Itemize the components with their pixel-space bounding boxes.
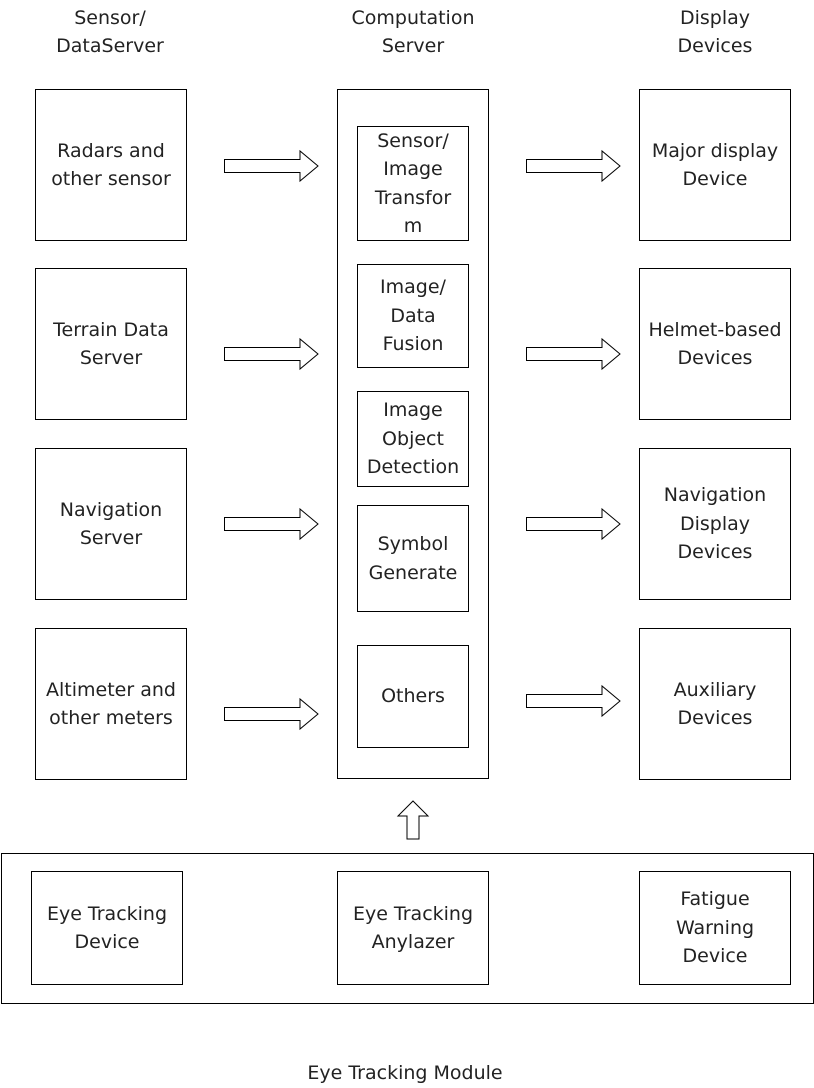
- computation-box-others: Others: [357, 645, 469, 748]
- arrow-right-icon: [526, 337, 621, 371]
- sensor-box-navigation: Navigation Server: [35, 448, 187, 600]
- arrow-right-icon: [526, 684, 621, 718]
- computation-box-sensor-image-transform: Sensor/ Image Transfor m: [357, 126, 469, 241]
- fatigue-warning-device-box: Fatigue Warning Device: [639, 871, 791, 985]
- display-box-major: Major display Device: [639, 89, 791, 241]
- eye-tracking-analyzer-box: Eye Tracking Anylazer: [337, 871, 489, 985]
- computation-server-container: [337, 89, 489, 779]
- computation-column-header: Computation Server: [351, 7, 475, 57]
- arrow-right-icon: [224, 149, 319, 183]
- display-box-navigation: Navigation Display Devices: [639, 448, 791, 600]
- sensor-box-radars: Radars and other sensor: [35, 89, 187, 241]
- display-box-helmet: Helmet-based Devices: [639, 268, 791, 420]
- sensor-box-terrain: Terrain Data Server: [35, 268, 187, 420]
- eye-tracking-module-caption: Eye Tracking Module: [307, 1062, 503, 1084]
- computation-box-symbol-generate: Symbol Generate: [357, 505, 469, 612]
- arrow-right-icon: [526, 149, 621, 183]
- computation-box-image-data-fusion: Image/ Data Fusion: [357, 264, 469, 368]
- sensor-box-altimeter: Altimeter and other meters: [35, 628, 187, 780]
- arrow-up-icon: [396, 800, 430, 840]
- display-column-header: Display Devices: [677, 7, 753, 57]
- arrow-right-icon: [526, 507, 621, 541]
- arrow-right-icon: [224, 697, 319, 731]
- display-box-auxiliary: Auxiliary Devices: [639, 628, 791, 780]
- computation-box-object-detection: Image Object Detection: [357, 391, 469, 487]
- eye-tracking-device-box: Eye Tracking Device: [31, 871, 183, 985]
- sensor-column-header: Sensor/ DataServer: [56, 7, 164, 57]
- arrow-right-icon: [224, 507, 319, 541]
- arrow-right-icon: [224, 337, 319, 371]
